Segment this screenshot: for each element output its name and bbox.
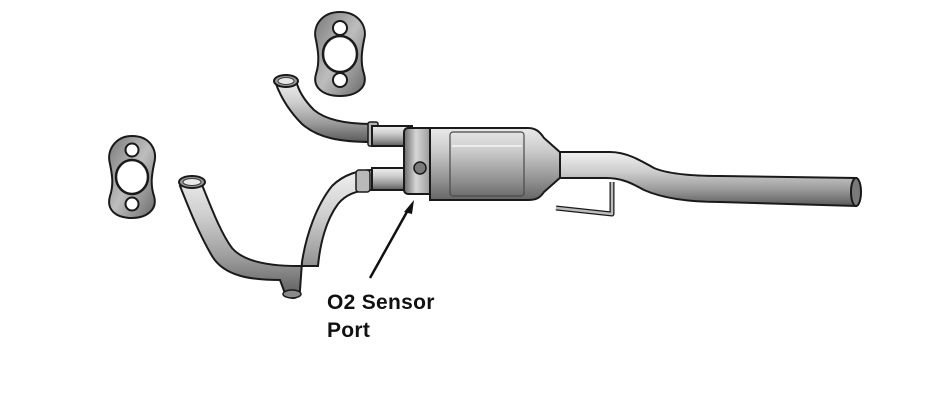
lower-gasket [108, 134, 156, 220]
catalytic-converter [429, 127, 563, 201]
outlet-pipe [559, 151, 862, 208]
callout-arrow [368, 200, 414, 279]
callout-line-2: Port [327, 319, 371, 342]
converter-inlet-stubs [371, 125, 435, 195]
upper-gasket [314, 10, 366, 98]
callout-line-1: O2 Sensor [327, 291, 435, 314]
lower-inlet-pipe [178, 168, 373, 299]
hanger-bracket [555, 182, 615, 217]
o2-sensor-port-label: O2 Sensor Port [327, 289, 435, 345]
